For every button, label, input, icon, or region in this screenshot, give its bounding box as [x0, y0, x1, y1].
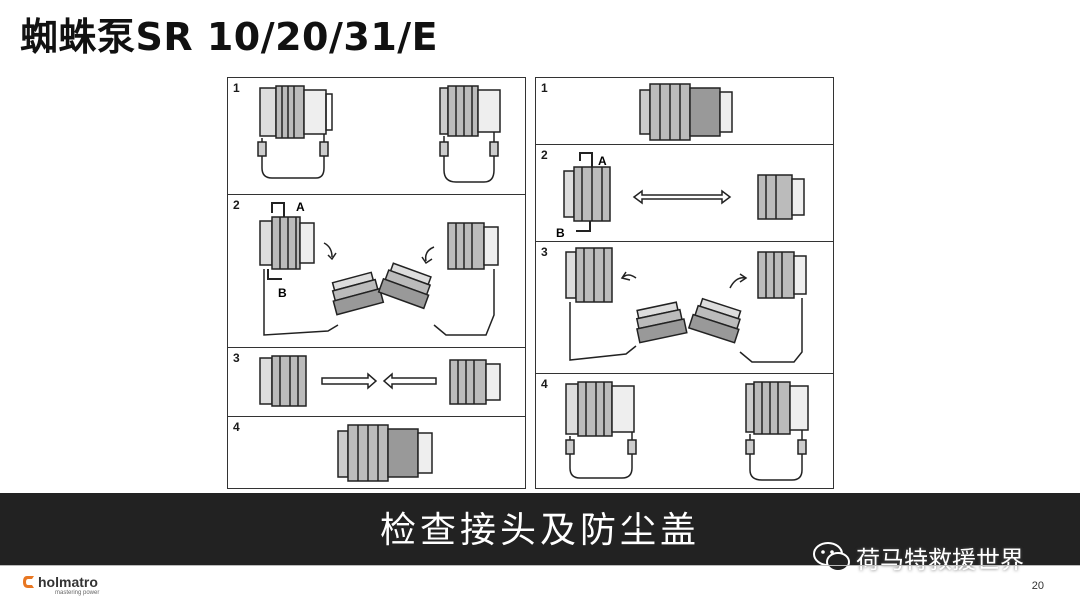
footer-divider: [0, 565, 1080, 566]
holmatro-logo-mark: [23, 576, 34, 588]
cap-removal-illustration: A B: [259, 200, 499, 336]
step-number: 1: [233, 81, 240, 95]
label-b: B: [278, 286, 287, 300]
step-number: 2: [541, 148, 548, 162]
step-number: 4: [541, 377, 548, 391]
slide-caption: 检查接头及防尘盖: [379, 510, 700, 551]
wechat-icon: [813, 542, 850, 572]
figure-right-step-4: 4: [536, 373, 833, 488]
brand-tagline: mastering power: [55, 590, 100, 596]
step-number: 4: [233, 420, 240, 434]
figure-left: 1 2: [227, 77, 526, 489]
step-number: 3: [233, 351, 240, 365]
brand-name: holmatro: [38, 574, 98, 590]
step-number: 2: [233, 198, 240, 212]
label-b: B: [556, 226, 565, 240]
slide-title: 蜘蛛泵SR 10/20/31/E: [20, 15, 439, 59]
step-number: 3: [541, 245, 548, 259]
page-number: 20: [1031, 580, 1044, 592]
label-a: A: [296, 200, 305, 214]
disconnect-couplers-illustration: A B: [556, 152, 805, 240]
figure-left-step-3: 3: [228, 347, 525, 416]
connected-couplers-illustration: [337, 424, 433, 482]
connect-couplers-illustration: [259, 355, 501, 407]
attach-caps-illustration: [565, 247, 807, 363]
step-number: 1: [541, 81, 548, 95]
figure-right-step-3: 3: [536, 241, 833, 373]
figure-left-step-1: 1: [228, 78, 525, 194]
figure-left-step-4: 4: [228, 416, 525, 488]
coupler-with-cap-illustration: [565, 381, 809, 481]
caption-bar: 检查接头及防尘盖: [0, 493, 1080, 565]
figure-right-step-1: 1: [536, 78, 833, 144]
figure-right-step-2: 2 A B: [536, 144, 833, 241]
watermark-text: 荷马特救援世界: [856, 546, 1024, 574]
watermark: 荷马特救援世界: [812, 540, 1024, 579]
figure-right: 1 2 A B: [535, 77, 834, 489]
label-a: A: [598, 154, 607, 168]
figure-left-step-2: 2: [228, 194, 525, 347]
connected-couplers-illustration: [639, 83, 733, 141]
coupler-with-cap-illustration: [257, 85, 501, 183]
